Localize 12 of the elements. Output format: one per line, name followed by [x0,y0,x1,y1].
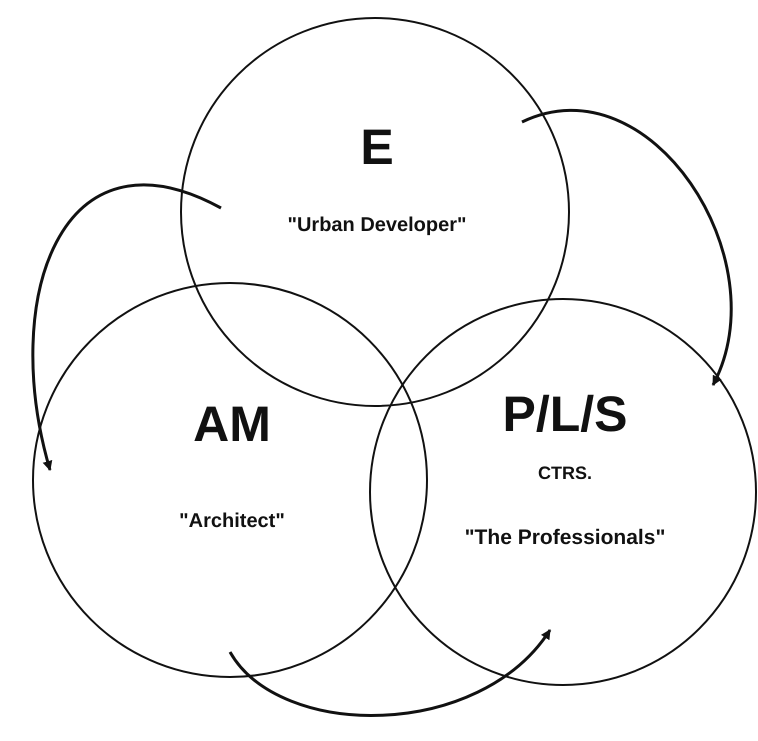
circle-heading: AM [193,397,271,452]
circle-label: "The Professionals" [464,526,666,550]
circle-label: "Urban Developer" [288,214,466,236]
circle-label: CTRS. [538,464,592,484]
circle [32,282,428,678]
circle-label: "Architect" [179,510,285,532]
curved-arrow [228,629,552,717]
circle [369,298,757,686]
curved-arrow [522,110,732,386]
curved-arrow [32,184,222,471]
circle-heading: P/L/S [502,387,628,442]
circle-heading: E [360,120,394,175]
